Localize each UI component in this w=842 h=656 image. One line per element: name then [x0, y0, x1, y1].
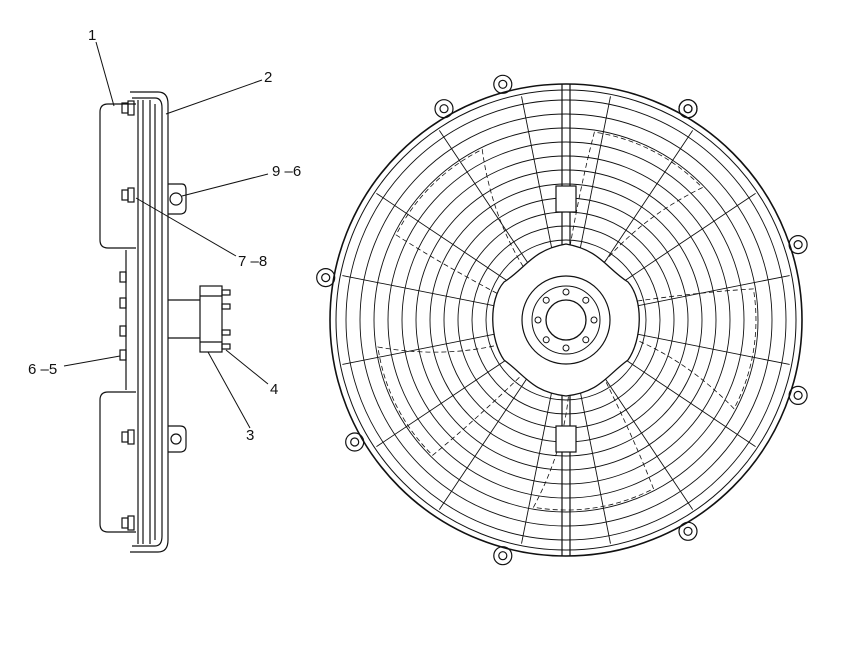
- hub-bolt-3: [221, 329, 231, 336]
- guard-spoke-13: [574, 96, 611, 275]
- hub-block: [199, 285, 223, 353]
- callout-4: 4: [270, 381, 278, 398]
- motor-stud-4: [119, 349, 127, 361]
- mounting-lug-hole-8: [321, 273, 331, 283]
- side-lug-upper: [168, 183, 187, 215]
- side-lug-upper-hole: [169, 192, 183, 206]
- outer-ring-inner: [335, 89, 797, 551]
- guard-spoke-10: [376, 192, 529, 295]
- guard-spoke-4: [574, 365, 611, 544]
- bolt-upper: [121, 187, 135, 203]
- guard-spoke-3: [591, 357, 694, 510]
- guard-spoke-11: [438, 130, 541, 283]
- mounting-lug-hole-4: [793, 390, 803, 400]
- shroud-rim: [130, 91, 169, 553]
- guard-spoke-14: [591, 130, 694, 283]
- motor-stud-1: [119, 271, 127, 283]
- guard-spoke-5: [521, 365, 558, 544]
- callout-6-5: 6 –5: [28, 361, 57, 378]
- guard-spoke-6: [438, 357, 541, 510]
- guard-spoke-12: [521, 96, 558, 275]
- bolt-top: [121, 100, 135, 116]
- hub-bolt-holes: [534, 288, 598, 352]
- guard-spoke-9: [342, 275, 521, 312]
- hub-hole-7: [562, 288, 570, 296]
- clip-lower: [555, 425, 577, 453]
- mounting-lug-5: [678, 521, 698, 541]
- guard-spokes: [342, 96, 790, 544]
- fan-blade-1: [565, 131, 703, 278]
- mounting-lugs: [316, 74, 808, 566]
- guard-wire-2: [359, 113, 773, 527]
- mounting-lug-hole-6: [498, 551, 508, 561]
- guard-wire-1: [345, 99, 787, 541]
- hub-hole-5: [534, 316, 542, 324]
- mounting-lug-hole-3: [793, 240, 803, 250]
- side-lug-lower: [168, 425, 187, 453]
- hub-hole-8: [582, 296, 590, 304]
- hub-hole-3: [562, 344, 570, 352]
- hub-hole-6: [542, 296, 550, 304]
- callout-7-8: 7 –8: [238, 253, 267, 270]
- mounting-lug-6: [493, 546, 513, 566]
- bolt-bottom: [121, 515, 135, 531]
- motor-stud-3: [119, 325, 127, 337]
- mounting-lug-8: [316, 268, 336, 288]
- side-view: [99, 91, 231, 553]
- mounting-lug-3: [788, 235, 808, 255]
- callout-2: 2: [264, 69, 272, 86]
- fan-blade-4: [377, 338, 538, 456]
- mounting-lug-10: [678, 99, 698, 119]
- clip-upper: [555, 185, 577, 213]
- mounting-lug-9: [434, 99, 454, 119]
- shroud-rim-inner: [132, 97, 163, 547]
- guard-spoke-15: [603, 192, 756, 295]
- motor-stud-2: [119, 297, 127, 309]
- lower-bracket: [99, 391, 136, 533]
- guard-wire-7: [429, 183, 703, 457]
- mounting-lug-hole-1: [498, 79, 508, 89]
- bolt-lower: [121, 429, 135, 445]
- mounting-lug-1: [493, 74, 513, 94]
- side-lug-lower-hole: [170, 433, 182, 445]
- leader-lines: [63, 41, 269, 429]
- guard-spoke-8: [342, 328, 521, 365]
- upper-bracket: [99, 103, 136, 249]
- hub-hole-4: [542, 336, 550, 344]
- fan-blade-3: [532, 360, 655, 511]
- hub-bolt-2: [221, 303, 231, 310]
- callout-9-6: 9 –6: [272, 163, 301, 180]
- guard-wire-4: [387, 141, 745, 499]
- hub-bolt-4: [221, 343, 231, 350]
- guard-wires: [345, 99, 787, 541]
- mounting-lug-hole-9: [439, 104, 449, 114]
- callout-3: 3: [246, 427, 254, 444]
- hub-ring: [531, 285, 601, 355]
- hub-hole-2: [582, 336, 590, 344]
- fan-blades: [377, 131, 757, 511]
- mounting-lug-7: [345, 432, 365, 452]
- front-view: [316, 74, 808, 566]
- guard-spoke-1: [611, 328, 790, 365]
- guard-spoke-16: [611, 275, 790, 312]
- callout-1: 1: [88, 27, 96, 44]
- hub-bore: [545, 299, 587, 341]
- outer-ring: [329, 83, 803, 557]
- mounting-lug-hole-5: [683, 526, 693, 536]
- guard-wire-5: [401, 155, 731, 485]
- mounting-lug-hole-7: [350, 437, 360, 447]
- mounting-lug-hole-10: [683, 104, 693, 114]
- mounting-lug-4: [788, 385, 808, 405]
- hub-bolt-1: [221, 289, 231, 296]
- callouts: 1 2 9 –6 7 –8 6 –5 4 3: [28, 27, 301, 444]
- guard-spoke-2: [603, 345, 756, 448]
- guard-wire-11: [485, 239, 647, 401]
- hub-hole-1: [590, 316, 598, 324]
- guard-wire-6: [415, 169, 717, 471]
- guard-spoke-7: [376, 345, 529, 448]
- guard-wire-3: [373, 127, 759, 513]
